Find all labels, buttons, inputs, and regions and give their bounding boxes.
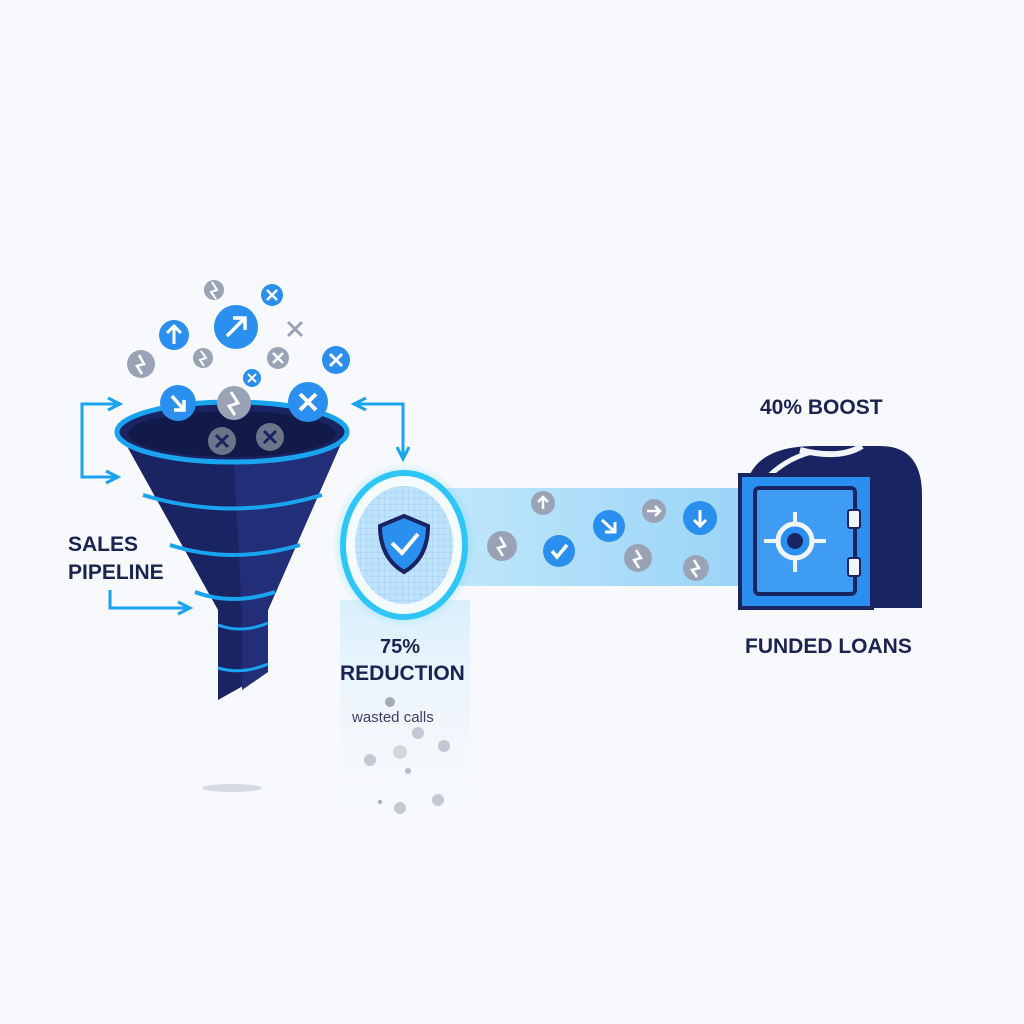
sales-pipeline-label-line1: SALES [68, 533, 139, 556]
wasted-calls-caption: wasted calls [352, 709, 434, 726]
sales-pipeline-label-line2: PIPELINE [68, 561, 164, 584]
filter-shield-icon [332, 463, 476, 627]
boost-label: 40% BOOST [760, 396, 883, 419]
filtered-tokens [487, 491, 717, 581]
funnel-icon [114, 399, 350, 792]
pipeline-arrows [80, 396, 411, 616]
vault-safe-icon [738, 443, 922, 610]
waste-stream [340, 600, 470, 830]
funded-loans-label: FUNDED LOANS [745, 635, 912, 658]
reduction-label: REDUCTION [340, 662, 465, 685]
reduction-percent-label: 75% [380, 636, 421, 658]
incoming-tokens [127, 280, 350, 455]
